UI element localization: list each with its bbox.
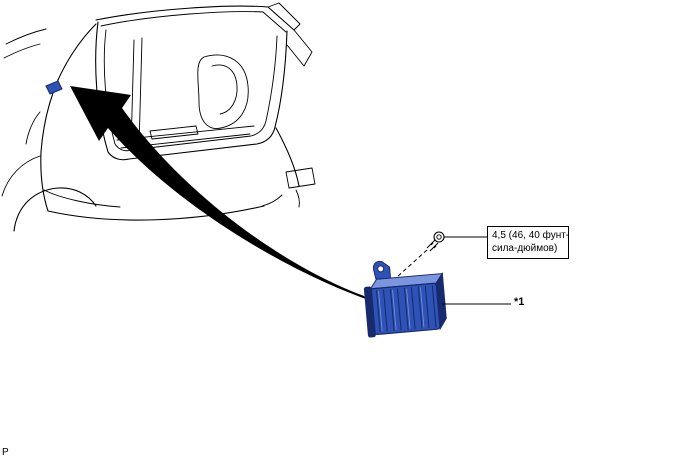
torque-spec-callout: 4,5 (46, 40 фунт- сила-дюймов)	[487, 226, 569, 259]
body-side-and-bumper	[3, 23, 265, 221]
liftgate-open	[95, 2, 313, 67]
torque-spec-line1: 4,5 (46, 40 фунт-	[492, 230, 570, 241]
page-corner-text: P	[2, 447, 9, 458]
rear-right-details	[261, 127, 316, 208]
module-ribs	[376, 285, 437, 333]
car-rear-illustration	[1, 2, 316, 232]
bracket-bolt-hole	[377, 265, 385, 273]
module-rib-highlights	[378, 287, 425, 332]
bolt-axis-dashed-line	[396, 249, 428, 278]
module-front-face	[370, 282, 441, 336]
module-end-cap	[363, 286, 376, 338]
install-location-clip	[45, 80, 63, 95]
bolt-icon	[426, 231, 445, 252]
wheel-arch	[1, 155, 97, 232]
torque-spec-line2: сила-дюймов)	[492, 243, 558, 254]
direction-arrow	[70, 86, 366, 299]
control-module-illustration	[363, 260, 447, 338]
part-reference-label: *1	[514, 296, 525, 308]
